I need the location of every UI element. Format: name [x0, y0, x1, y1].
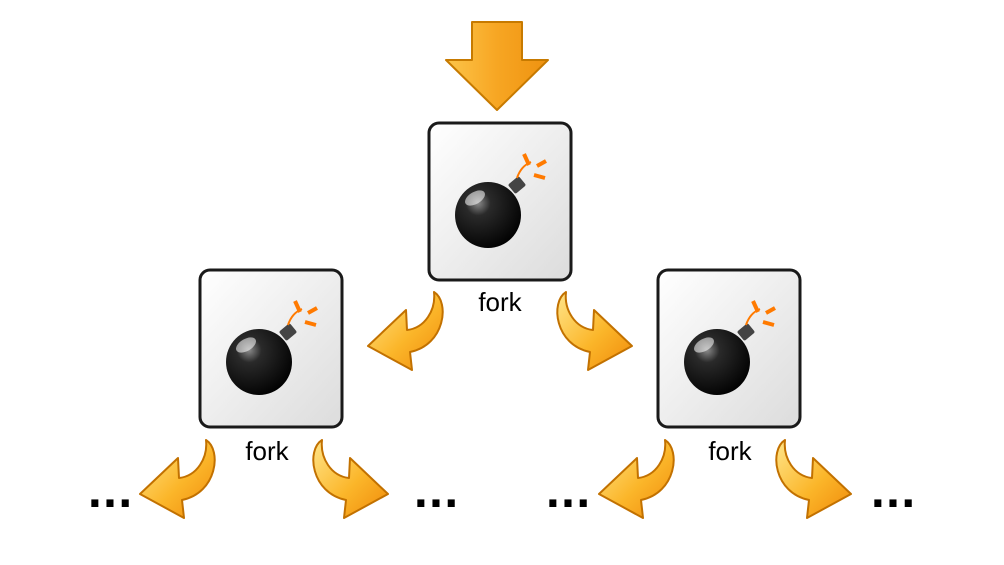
curved-arrow-root-to-left — [367, 291, 444, 371]
fork-node-left: fork — [198, 268, 344, 466]
node-label: fork — [478, 287, 522, 317]
continuation-ellipsis-3: ... — [545, 471, 591, 517]
continuation-ellipsis-2: ... — [413, 471, 459, 517]
bomb-icon — [226, 300, 318, 395]
entry-arrow — [445, 21, 549, 111]
continuation-ellipsis-1: ... — [87, 471, 133, 517]
node-label: fork — [245, 436, 289, 466]
bomb-icon — [455, 153, 547, 248]
fork-node-right: fork — [656, 268, 802, 466]
bomb-icon — [684, 300, 776, 395]
curved-arrow-root-to-right — [556, 291, 633, 371]
continuation-ellipsis-4: ... — [870, 471, 916, 517]
curved-arrow-right-down-right — [775, 439, 852, 519]
node-label: fork — [708, 436, 752, 466]
curved-arrow-left-down-right — [312, 439, 389, 519]
curved-arrow-left-down-left — [139, 439, 216, 519]
curved-arrow-right-down-left — [598, 439, 675, 519]
fork-node-root: fork — [427, 121, 573, 317]
